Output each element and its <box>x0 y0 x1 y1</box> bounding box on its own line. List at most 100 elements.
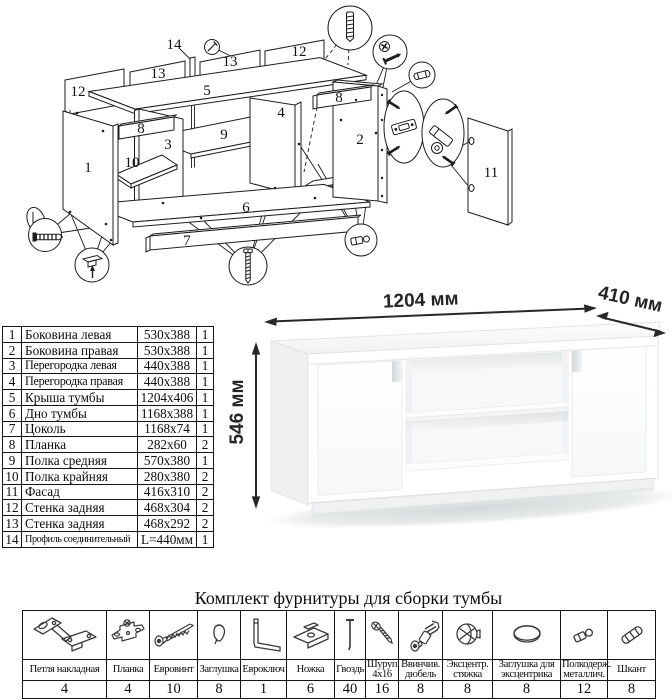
hex-key-icon <box>252 618 281 652</box>
part-label-12r: 12 <box>292 44 307 60</box>
wooden-dowel-icon <box>620 626 643 644</box>
part-labels: 1 2 3 4 5 6 7 8 8 9 10 11 12 12 13 13 14 <box>71 37 499 249</box>
callout-nail <box>204 39 220 55</box>
part-label-11: 11 <box>484 165 498 181</box>
hardware-item-qty: 8 <box>398 680 443 699</box>
hardware-item-qty: 8 <box>197 680 241 699</box>
left-door-handle-groove <box>392 360 402 382</box>
depth-dimension-label: 410 мм <box>596 282 664 317</box>
hardware-kit-table: Петля накладная Планка Евровинт Заглушка… <box>22 610 656 699</box>
part-label-8l: 8 <box>137 121 145 137</box>
width-dimension-arrow <box>264 304 597 326</box>
part-label-10: 10 <box>125 155 140 171</box>
callout-shelf-pin <box>344 223 378 257</box>
callout-hinge-plate <box>383 90 425 164</box>
hardware-item-qty: 4 <box>22 680 107 699</box>
part-label-12l: 12 <box>71 84 86 100</box>
hardware-item-name: Евровинт <box>149 659 198 681</box>
part-label-5: 5 <box>203 83 211 99</box>
part-label-3: 3 <box>164 137 172 153</box>
side-panel-1 <box>62 110 119 246</box>
height-dimension-arrow <box>251 342 261 509</box>
part-label-2: 2 <box>356 132 364 148</box>
screw-icon <box>371 621 393 645</box>
foot-icon <box>292 622 329 649</box>
hardware-item-name: Гвоздь <box>334 659 366 681</box>
overlay-hinge-icon <box>32 617 97 652</box>
part-label-7: 7 <box>183 233 191 249</box>
screw-in-dowel-icon <box>409 620 440 652</box>
part-label-6: 6 <box>242 200 250 216</box>
hardware-item-name: Евроключ <box>240 659 287 681</box>
hardware-item-name: Планка <box>106 659 150 681</box>
callout-hinge-arm <box>421 98 465 168</box>
hardware-names-row: Петля накладная Планка Евровинт Заглушка… <box>22 659 656 681</box>
planka-8-right <box>312 84 375 110</box>
part-label-14: 14 <box>167 37 183 53</box>
dimensioned-drawing: 1204 мм 410 мм 546 мм <box>227 282 672 529</box>
divider-4 <box>249 97 302 196</box>
hardware-item-name: Эксцентр. стяжка <box>442 659 493 681</box>
hardware-item-name: Заглушка для эксцентрика <box>492 659 561 681</box>
panel-bottom-6 <box>86 183 371 228</box>
callout-profile-screw <box>26 206 64 252</box>
hardware-item-name: Ввинчив. дюбель <box>398 659 443 681</box>
confirmat-screw-icon <box>153 623 194 647</box>
part-label-9: 9 <box>220 127 228 143</box>
hardware-item-qty: 8 <box>492 680 561 699</box>
side-panel-2 <box>331 79 388 204</box>
callout-dowel <box>408 61 436 89</box>
callout-foot <box>74 247 110 283</box>
hardware-item-qty: 16 <box>365 680 399 699</box>
callout-confirmat <box>228 246 268 286</box>
part-label-1: 1 <box>84 160 92 176</box>
hardware-qtys-row: 4 4 10 8 1 6 40 16 8 8 8 12 8 <box>22 680 656 699</box>
hardware-kit-title: Комплект фурнитуры для сборки тумбы <box>194 588 503 608</box>
depth-dimension-arrow <box>596 311 666 338</box>
facade-door-11 <box>467 117 513 226</box>
hardware-item-name: Полкодерж. металлич. <box>560 659 612 681</box>
panel-top-5 <box>87 57 368 115</box>
plinth-7 <box>145 214 362 253</box>
nail-icon <box>346 619 354 651</box>
cover-cap-icon <box>213 624 226 645</box>
part-label-4: 4 <box>277 105 285 121</box>
part-label-13l: 13 <box>151 66 166 82</box>
hardware-item-name: Петля накладная <box>22 659 107 681</box>
hardware-item-qty: 8 <box>442 680 493 699</box>
hardware-item-qty: 6 <box>286 680 335 699</box>
hardware-item-qty: 4 <box>106 680 150 699</box>
cabinet-photo <box>270 321 661 518</box>
hardware-item-qty: 10 <box>149 680 198 699</box>
hardware-item-name: Ножка <box>286 659 335 681</box>
shelf-10-left <box>114 154 179 189</box>
height-dimension-label: 546 мм <box>227 379 248 444</box>
hardware-item-name: Шуруп 4x16 <box>365 659 399 681</box>
callout-screws <box>372 34 408 70</box>
hardware-item-qty: 40 <box>334 680 366 699</box>
dimension-labels: 1204 мм 410 мм 546 мм <box>227 282 664 444</box>
width-dimension-label: 1204 мм <box>383 288 459 312</box>
cabinet-shadow <box>265 487 672 529</box>
hardware-item-qty: 12 <box>560 680 608 699</box>
exploded-diagram: 1 2 3 4 5 6 7 8 8 9 10 11 12 12 13 13 14 <box>26 5 513 286</box>
shelf-support-icon <box>573 628 594 643</box>
hardware-item-name: Шкант <box>607 659 656 681</box>
cam-cover-icon <box>512 625 541 643</box>
hardware-item-qty: 1 <box>240 680 287 699</box>
